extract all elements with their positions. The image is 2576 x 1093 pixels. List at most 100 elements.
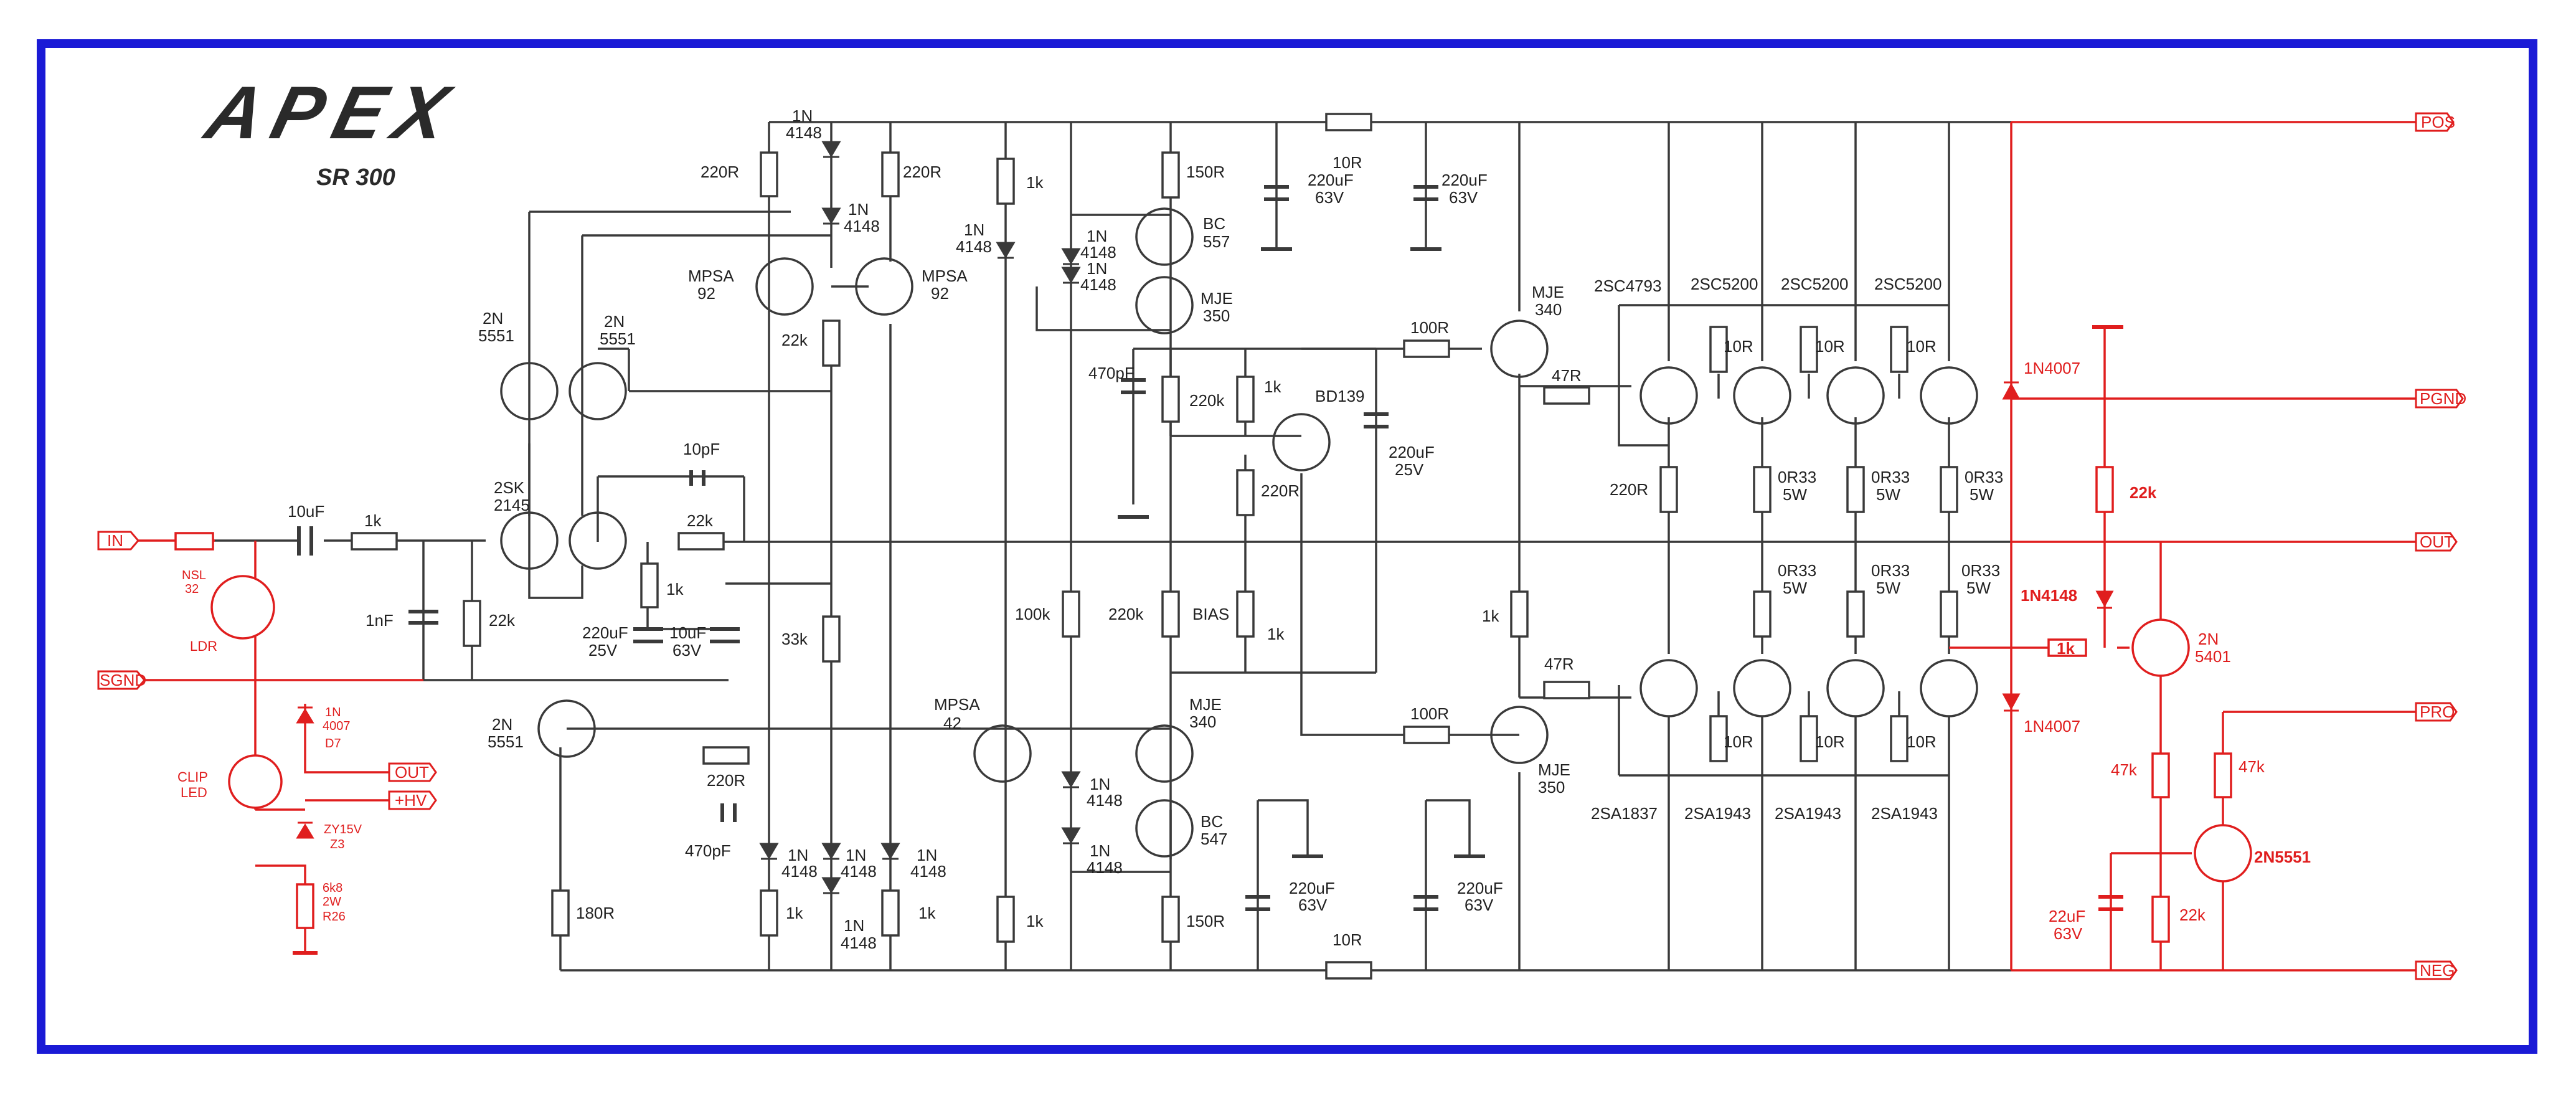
label-re-2a: 0R33 <box>1871 468 1910 486</box>
label-prot-q5401-a: 2N <box>2198 630 2219 648</box>
label-jfet-a: 2SK <box>494 478 525 497</box>
logo-text: APEX <box>196 71 467 154</box>
label-vas-180r: 180R <box>576 904 615 922</box>
label-mpsa92a-a: MPSA <box>688 267 734 285</box>
labels: POS PGND OUT PRO NEG IN SGND OUT +HV 10u… <box>100 106 2466 980</box>
flag-out-small <box>388 762 437 782</box>
label-out-1k-mid: 1k <box>1482 607 1499 625</box>
label-drv-150r-bot: 150R <box>1186 912 1225 930</box>
resistor-220r-b <box>881 151 900 197</box>
label-c-220u-a: 220uF <box>582 623 628 642</box>
transistor-mpsa92-a <box>755 257 814 316</box>
label-r-fb: 22k <box>687 511 714 530</box>
label-c-10pf: 10pF <box>683 440 720 458</box>
transistor-bd139 <box>1272 413 1331 471</box>
diode-d4 <box>821 843 841 860</box>
label-tail-a: 2N <box>492 715 512 734</box>
label-drv-150r-top: 150R <box>1186 163 1225 181</box>
net-hv: +HV <box>395 791 427 810</box>
resistor-r-180 <box>551 889 570 937</box>
label-rail-10r-top: 10R <box>1333 153 1362 172</box>
label-d-l1-a: 1N <box>1090 775 1110 793</box>
transistor-mje340-out <box>1490 319 1549 378</box>
resistor-10r-out-4 <box>1709 715 1728 762</box>
label-d7-c: D7 <box>325 737 341 750</box>
cap-220u-25v-drv <box>1364 412 1389 428</box>
diode-l1 <box>1061 771 1081 788</box>
transistor-2sc5200-2 <box>1826 366 1885 425</box>
diode-1n4007-bot <box>2002 693 2021 712</box>
label-mje340-drv-b: 340 <box>1189 712 1216 731</box>
label-r26-a: 6k8 <box>323 881 342 895</box>
components <box>351 113 1958 980</box>
label-c-1nf: 1nF <box>366 611 394 630</box>
label-jfet-b: 2145 <box>494 496 530 514</box>
label-prot-22k-bot: 22k <box>2179 906 2206 924</box>
resistor-10r-out-6 <box>1890 715 1908 762</box>
diode-d3 <box>759 843 779 860</box>
label-d2-b: 4148 <box>844 217 880 235</box>
label-d5-b: 4148 <box>910 862 946 881</box>
capacitors <box>297 185 1485 911</box>
zener-z3 <box>296 821 314 839</box>
net-out: OUT <box>2420 532 2454 551</box>
label-10r-6: 10R <box>1907 732 1937 751</box>
label-vas-470pf: 470pF <box>685 841 731 860</box>
label-q2-a: 2N <box>604 312 625 331</box>
label-mje350-drv-a: MJE <box>1201 289 1233 308</box>
label-bc547-b: 547 <box>1201 830 1227 848</box>
transistor-2sc5200-3 <box>1920 366 1978 425</box>
transistor-2sa1943-2 <box>1826 659 1885 717</box>
resistor-220r-c <box>702 746 750 765</box>
gnd-marks <box>1118 247 1485 858</box>
label-drv-1k-top: 1k <box>1026 173 1044 192</box>
label-re-4b: 5W <box>1783 579 1807 597</box>
label-out-100r-top: 100R <box>1410 318 1449 337</box>
label-mje340-drv-a: MJE <box>1189 695 1222 714</box>
label-q-top-2: 2SC5200 <box>1691 275 1758 293</box>
label-d7-a: 1N <box>325 706 341 719</box>
label-rail-c2-a: 220uF <box>1441 171 1488 189</box>
label-mpsa92b-b: 92 <box>931 284 949 303</box>
transistor-mje350-drv <box>1135 276 1194 334</box>
label-q-bot-4: 2SA1943 <box>1871 804 1938 823</box>
resistor-re-4 <box>1753 590 1772 638</box>
label-d4-b: 4148 <box>841 862 877 881</box>
label-r-1k: 1k <box>666 580 684 599</box>
label-q-bot-1: 2SA1837 <box>1591 804 1658 823</box>
net-in: IN <box>107 531 123 550</box>
diode-d2 <box>821 207 841 225</box>
label-vas-1k-b: 1k <box>918 904 936 922</box>
resistor-1k-mid <box>1510 590 1529 638</box>
net-pgnd: PGND <box>2420 389 2466 408</box>
ldr-nsl32 <box>210 575 275 640</box>
resistor-1k-top <box>996 158 1015 205</box>
resistor-150r-bot <box>1161 896 1180 943</box>
resistor-1k-b <box>881 889 900 937</box>
label-rail-c1-b: 63V <box>1315 188 1344 207</box>
label-ldr: LDR <box>190 638 217 654</box>
model-name: SR 300 <box>316 164 395 191</box>
resistor-22k-vas <box>822 319 841 367</box>
label-prot-d-top: 1N4007 <box>2024 359 2080 377</box>
cap-10u-63v <box>710 627 740 643</box>
label-re-1b: 5W <box>1783 485 1807 504</box>
label-vas-220r: 220R <box>701 163 739 181</box>
resistor-re-6 <box>1940 590 1958 638</box>
resistor-r-fb <box>677 532 725 551</box>
label-mpsa42-b: 42 <box>943 714 961 732</box>
label-c-10u-b: 63V <box>672 641 702 660</box>
label-vas-33k: 33k <box>781 630 808 648</box>
label-q-bot-3: 2SA1943 <box>1775 804 1841 823</box>
flag-pgnd <box>2415 389 2464 409</box>
resistor-r-1k-in <box>640 562 659 608</box>
label-10r-3: 10R <box>1907 337 1937 356</box>
net-pro: PRO <box>2420 703 2455 721</box>
label-pot-1k: 1k <box>1267 625 1285 643</box>
transistors <box>500 207 1978 858</box>
diode-d-top <box>996 242 1016 259</box>
label-prot-1k: 1k <box>2057 639 2075 658</box>
transistor-bc547 <box>1135 799 1194 858</box>
label-nsl-a: NSL <box>182 569 206 582</box>
label-rail-c4-b: 63V <box>1465 896 1494 914</box>
